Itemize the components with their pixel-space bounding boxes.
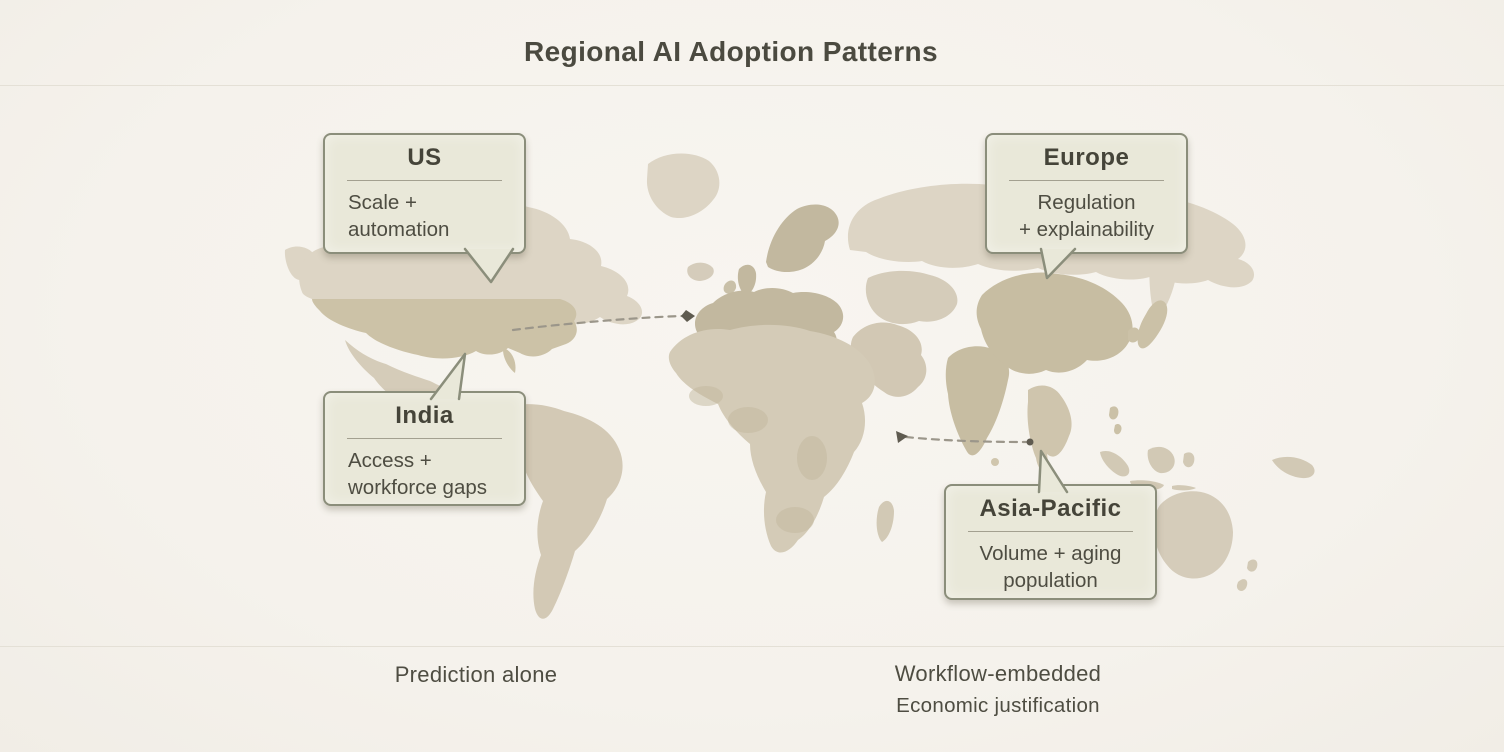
landmass-united-states <box>312 299 577 359</box>
landmass-sulawesi <box>1183 452 1195 468</box>
callout-india-divider <box>347 438 502 439</box>
callout-asia-pacific-divider <box>968 531 1133 532</box>
footer-label-prediction-alone: Prediction alone <box>394 662 558 687</box>
footer-label-workflow: Workflow-embedded Economic justification <box>847 661 1149 718</box>
callout-india-body: Access + workforce gaps <box>325 448 524 501</box>
africa-shade-patch <box>689 386 723 406</box>
landmass-iceland <box>687 262 714 281</box>
callout-us-body-line2: automation <box>348 217 450 241</box>
top-divider-line <box>0 85 1504 86</box>
callout-india-title: India <box>395 402 454 429</box>
callout-europe-body-line2: + explainability <box>1018 217 1155 241</box>
landmass-taiwan-philippines <box>1109 406 1122 435</box>
callout-india-body-line2: workforce gaps <box>348 475 488 499</box>
callout-india: India Access + workforce gaps <box>323 352 526 506</box>
callout-asia-pacific-body-line1: Volume + aging <box>979 542 1122 565</box>
callout-europe-body-line1: Regulation <box>1037 191 1136 214</box>
callout-asia-pacific-body-line2: population <box>1003 568 1098 592</box>
landmass-japan <box>1137 300 1168 349</box>
africa-shade-patch <box>728 407 768 433</box>
landmass-kamchatka <box>1149 239 1178 314</box>
callout-europe-title: Europe <box>1043 144 1130 171</box>
callout-us-tail-icon <box>463 247 515 284</box>
landmass-lesser-sunda <box>1172 485 1196 491</box>
connector-asia <box>904 435 1028 444</box>
landmass-sumatra <box>1100 450 1130 477</box>
landmass-new-zealand <box>1236 559 1258 592</box>
callout-europe-tail-icon <box>1039 247 1077 280</box>
landmass-ireland <box>723 280 737 294</box>
callout-europe-divider <box>1009 180 1164 181</box>
connector-us-europe-end-marker-icon <box>681 310 695 322</box>
callout-us-body: Scale + automation <box>325 190 524 243</box>
callout-asia-pacific-tail-icon <box>1037 449 1069 494</box>
landmass-new-guinea <box>1272 456 1315 479</box>
callout-us-body-line1: Scale + <box>348 191 417 214</box>
africa-shade-patch <box>776 507 814 533</box>
landmass-india <box>945 346 1010 456</box>
africa-shade-patch <box>797 436 827 480</box>
callout-india-body-line1: Access + <box>348 449 432 472</box>
landmass-greenland <box>646 153 720 219</box>
connector-asia-start-marker-icon <box>896 431 908 443</box>
landmass-madagascar <box>876 500 894 542</box>
landmass-sri-lanka <box>991 458 999 466</box>
landmass-africa <box>668 324 875 553</box>
connector-asia-end-marker-icon <box>1026 438 1034 446</box>
landmass-korea <box>1128 327 1140 343</box>
callout-europe: Europe Regulation + explainability <box>985 133 1188 280</box>
landmass-china <box>976 272 1133 374</box>
landmass-scandinavia <box>766 204 839 273</box>
callout-europe-body: Regulation + explainability <box>987 190 1186 243</box>
landmass-borneo <box>1147 446 1175 474</box>
callout-us-divider <box>347 180 502 181</box>
callout-asia-pacific: Asia-Pacific Volume + aging population <box>944 449 1157 600</box>
callout-us: US Scale + automation <box>323 133 526 284</box>
page-title: Regional AI Adoption Patterns <box>524 36 938 67</box>
landmass-south-america <box>500 404 623 619</box>
callout-us-title: US <box>407 144 442 171</box>
landmass-central-asia <box>865 270 958 325</box>
landmass-indochina <box>1027 385 1072 478</box>
landmass-australia <box>1153 491 1233 579</box>
footer-label-economic-justification: Economic justification <box>896 694 1100 717</box>
bottom-divider-line <box>0 646 1504 647</box>
landmass-united-kingdom <box>737 264 757 296</box>
landmass-florida <box>503 349 516 373</box>
callout-asia-pacific-title: Asia-Pacific <box>979 495 1122 522</box>
callout-asia-pacific-body: Volume + aging population <box>946 541 1155 594</box>
callout-india-tail-icon <box>429 352 467 401</box>
footer-label-workflow-embedded: Workflow-embedded <box>894 661 1102 686</box>
connector-us-europe <box>511 314 686 332</box>
